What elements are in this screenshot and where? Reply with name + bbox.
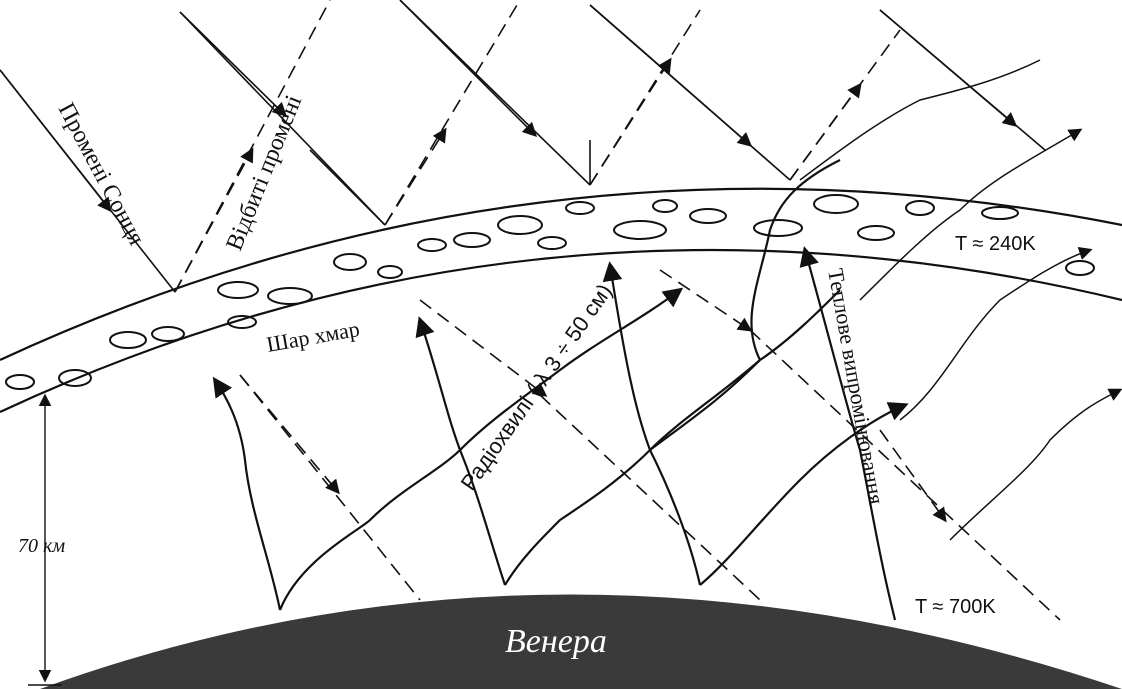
cloud-blobs [5, 194, 1095, 390]
label-planet: Венера [505, 623, 607, 660]
label-cloud-layer: Шар хмар [265, 316, 362, 357]
label-temp-surface: T ≈ 700K [915, 596, 996, 618]
label-temp-upper: T ≈ 240K [955, 233, 1036, 255]
sun-rays [0, 0, 1046, 293]
label-thermal-radiation: Теплове випромінювання [823, 267, 889, 507]
label-altitude: 70 км [18, 535, 65, 557]
cloud-layer-band [0, 187, 1122, 413]
venus-surface [40, 594, 1122, 689]
altitude-indicator [28, 393, 62, 686]
label-reflected-rays: Відбиті промені [221, 91, 307, 254]
radio-waves [212, 59, 1122, 621]
transmitted-rays [239, 269, 1061, 621]
reflected-rays [174, 0, 901, 293]
label-sun-rays: Промені Сонця [53, 99, 150, 250]
label-radio-waves: Радіохвилі ( λ 3 ÷ 50 см) [456, 279, 617, 495]
